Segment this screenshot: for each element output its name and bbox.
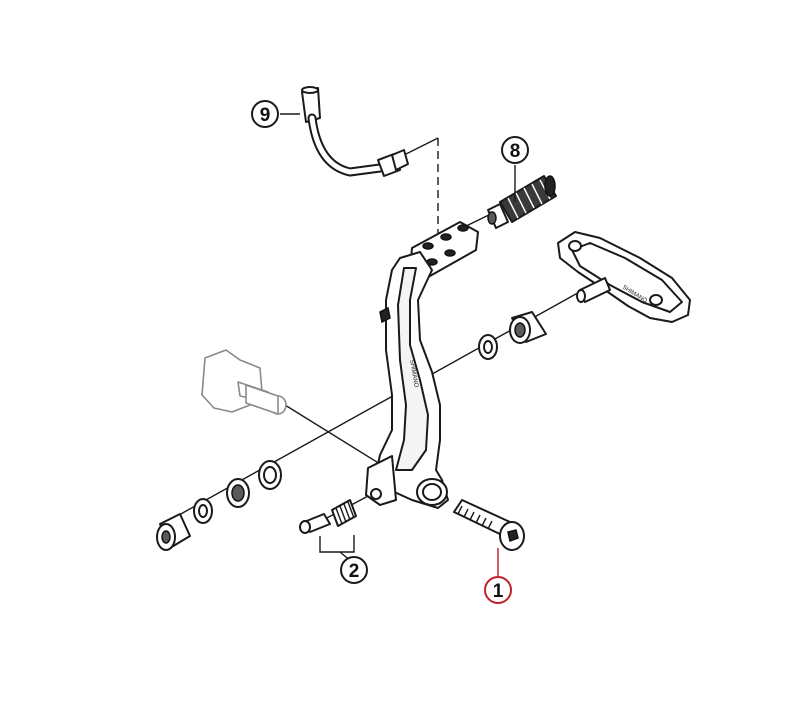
callout-2-label: 2 <box>349 561 360 582</box>
pivot-end-cap <box>156 513 191 551</box>
callout-9-label: 9 <box>260 105 271 126</box>
pivot-bushing-right <box>509 311 547 344</box>
callout-1-label: 1 <box>493 581 504 602</box>
pivot-hardware <box>156 311 547 551</box>
callout-2[interactable]: 2 <box>319 535 368 584</box>
brake-arm: SHIMANO <box>365 221 479 509</box>
brake-shoe: SHIMANO <box>557 231 691 323</box>
callout-9[interactable]: 9 <box>251 100 300 128</box>
tension-screw <box>299 513 331 534</box>
pivot-thin-washer <box>193 498 213 524</box>
pivot-washer-right <box>478 334 498 360</box>
cable-noodle <box>301 86 409 177</box>
spring-tension-screw-set <box>299 499 357 534</box>
callout-8[interactable]: 8 <box>501 136 529 202</box>
pivot-bushing-left <box>258 460 282 490</box>
brake-arm-brand-text: SHIMANO <box>408 359 419 388</box>
callout-1[interactable]: 1 <box>484 548 512 604</box>
tension-spring <box>331 499 357 527</box>
mounting-bolt <box>453 499 525 551</box>
cable-boot <box>487 175 557 229</box>
frame-mounting-boss <box>201 349 287 415</box>
pivot-washer-left <box>226 478 250 508</box>
callout-8-label: 8 <box>510 141 521 162</box>
